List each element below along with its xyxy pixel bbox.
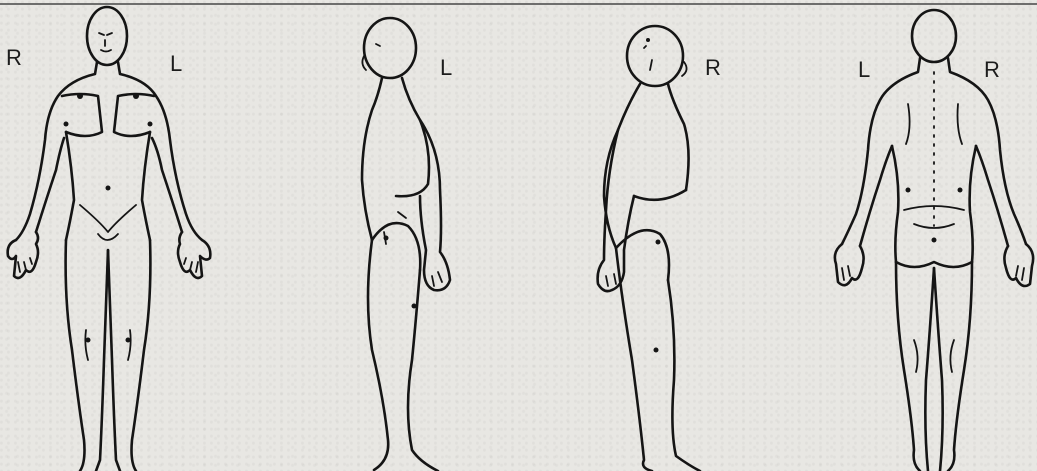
right-lateral-head <box>627 26 683 86</box>
right-lateral-figure <box>598 26 700 471</box>
anterior-figure <box>8 7 211 471</box>
posterior-figure <box>835 10 1033 471</box>
anterior-head <box>87 7 127 65</box>
posterior-head <box>912 10 956 62</box>
left-lateral-head <box>364 18 416 78</box>
left-lateral-figure <box>362 18 450 471</box>
